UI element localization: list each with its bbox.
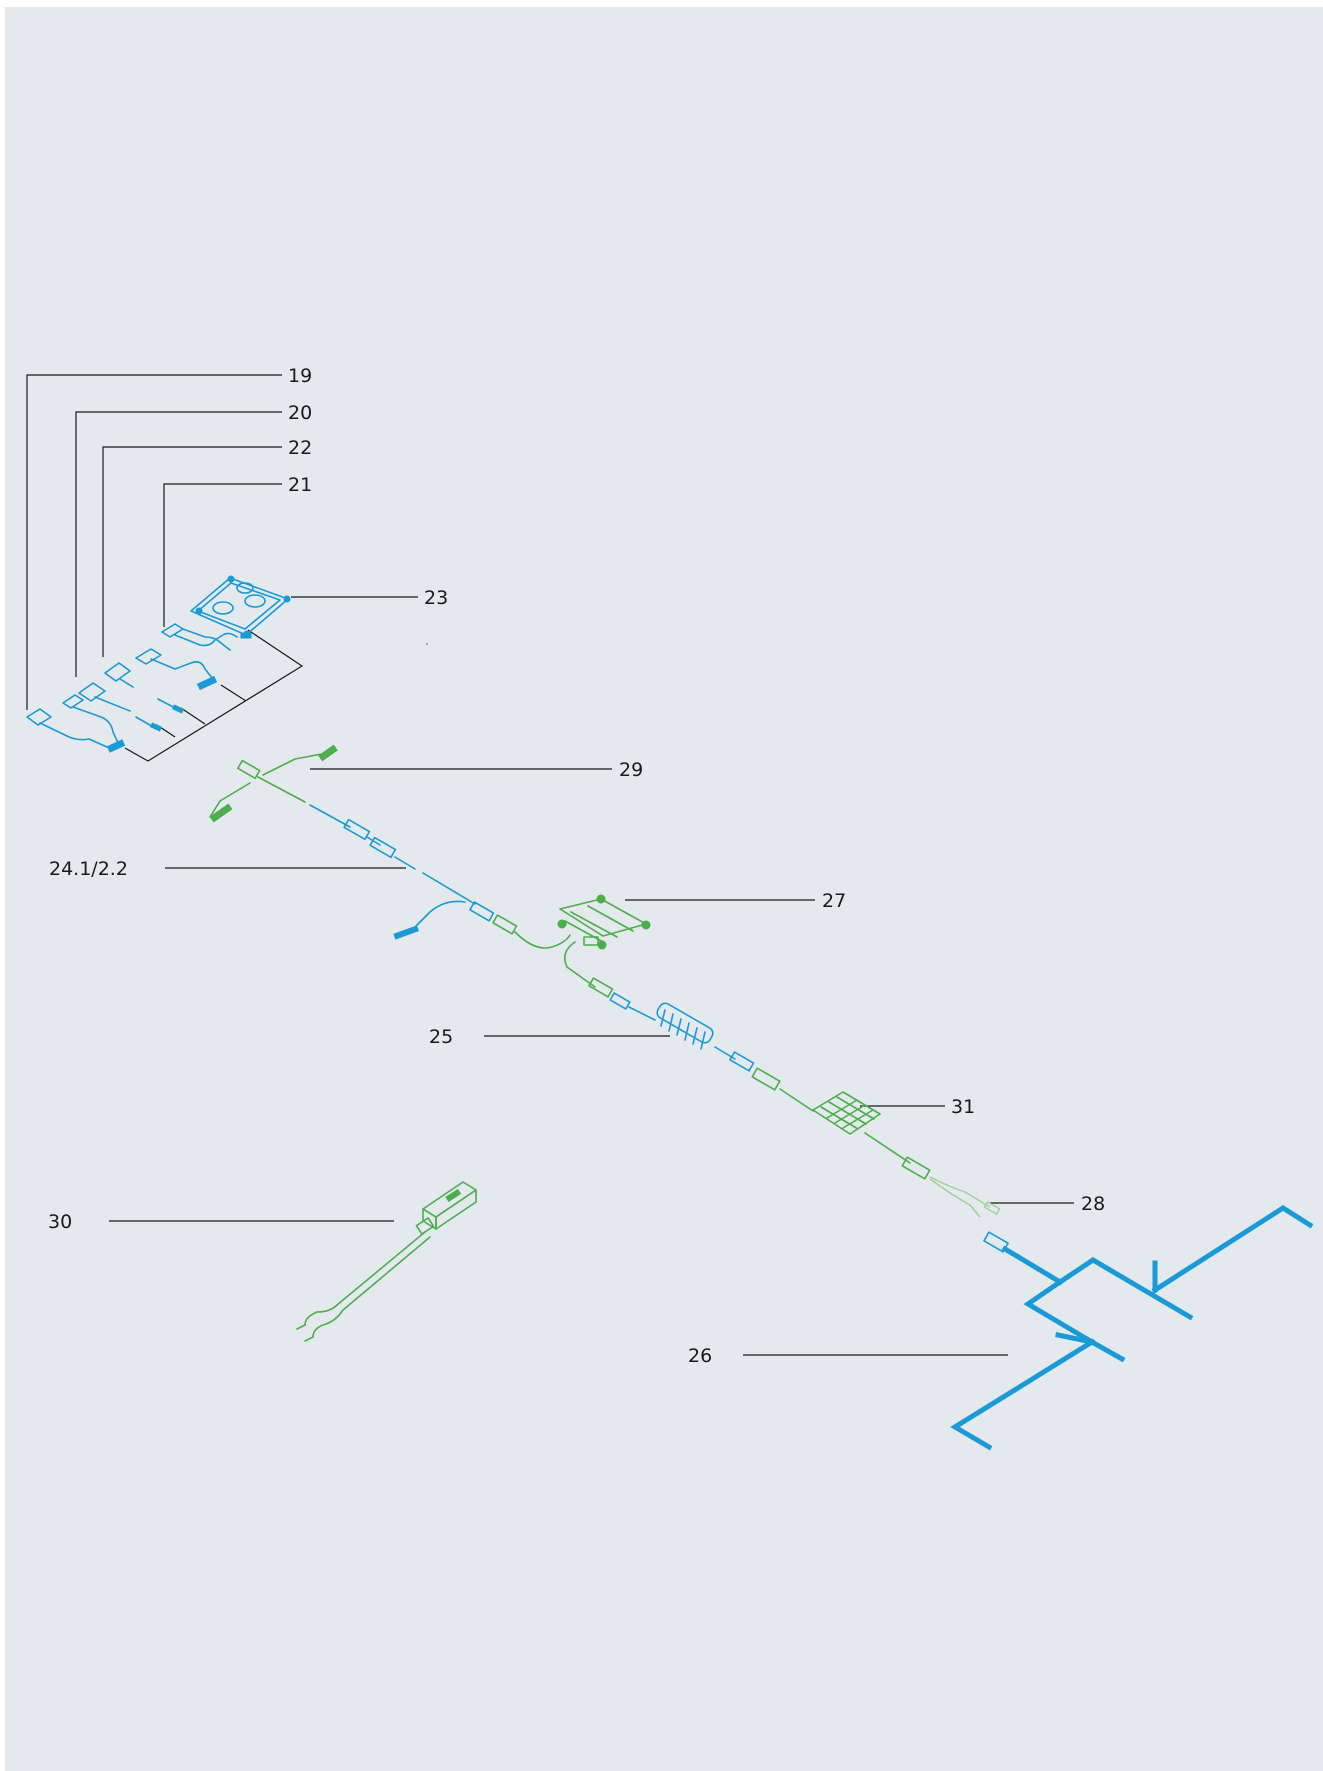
callout-26: 26 xyxy=(688,1345,712,1367)
bracket-tick-4 xyxy=(124,747,149,762)
leader-22 xyxy=(102,446,282,657)
callout-22: 22 xyxy=(288,437,312,459)
callout-29: 29 xyxy=(619,759,643,781)
callout-23: 23 xyxy=(424,587,448,609)
part-24-main-cable xyxy=(309,804,495,940)
bracket-tick-2 xyxy=(180,707,206,725)
part-29-green-y-cable xyxy=(209,744,338,823)
exploded-parts-diagram: 19 20 22 21 23 29 24.1/2.2 27 25 31 28 3… xyxy=(26,365,1314,1451)
part-23-base-plate xyxy=(190,575,291,639)
part-26-blue-harness xyxy=(950,1205,1314,1451)
dot-artifact xyxy=(426,643,428,645)
callout-20: 20 xyxy=(288,402,312,424)
diagram-canvas: 19 20 22 21 23 29 24.1/2.2 27 25 31 28 3… xyxy=(5,7,1323,1771)
parts-19-22-connectors xyxy=(26,623,238,753)
leader-19 xyxy=(26,374,282,710)
part-27-green-bracket xyxy=(492,894,651,998)
part-25-coil-cable xyxy=(609,992,755,1072)
callout-labels: 19 20 22 21 23 29 24.1/2.2 27 25 31 28 3… xyxy=(48,365,1105,1367)
leader-21 xyxy=(163,483,282,627)
leader-lines xyxy=(26,374,1074,1356)
callout-24-1-2-2: 24.1/2.2 xyxy=(49,858,128,880)
callout-25: 25 xyxy=(429,1026,453,1048)
callout-21: 21 xyxy=(288,474,312,496)
callout-31: 31 xyxy=(951,1096,975,1118)
bracket-tick-1 xyxy=(220,684,247,702)
part-28-y-split xyxy=(929,1176,1001,1218)
callout-28: 28 xyxy=(1081,1193,1105,1215)
part-30-end-connector xyxy=(296,1181,477,1342)
callout-30: 30 xyxy=(48,1211,72,1233)
leader-20 xyxy=(75,411,282,677)
callout-19: 19 xyxy=(288,365,312,387)
part-31-control-unit xyxy=(751,1067,931,1180)
callout-27: 27 xyxy=(822,890,846,912)
group-bracket xyxy=(147,629,304,762)
